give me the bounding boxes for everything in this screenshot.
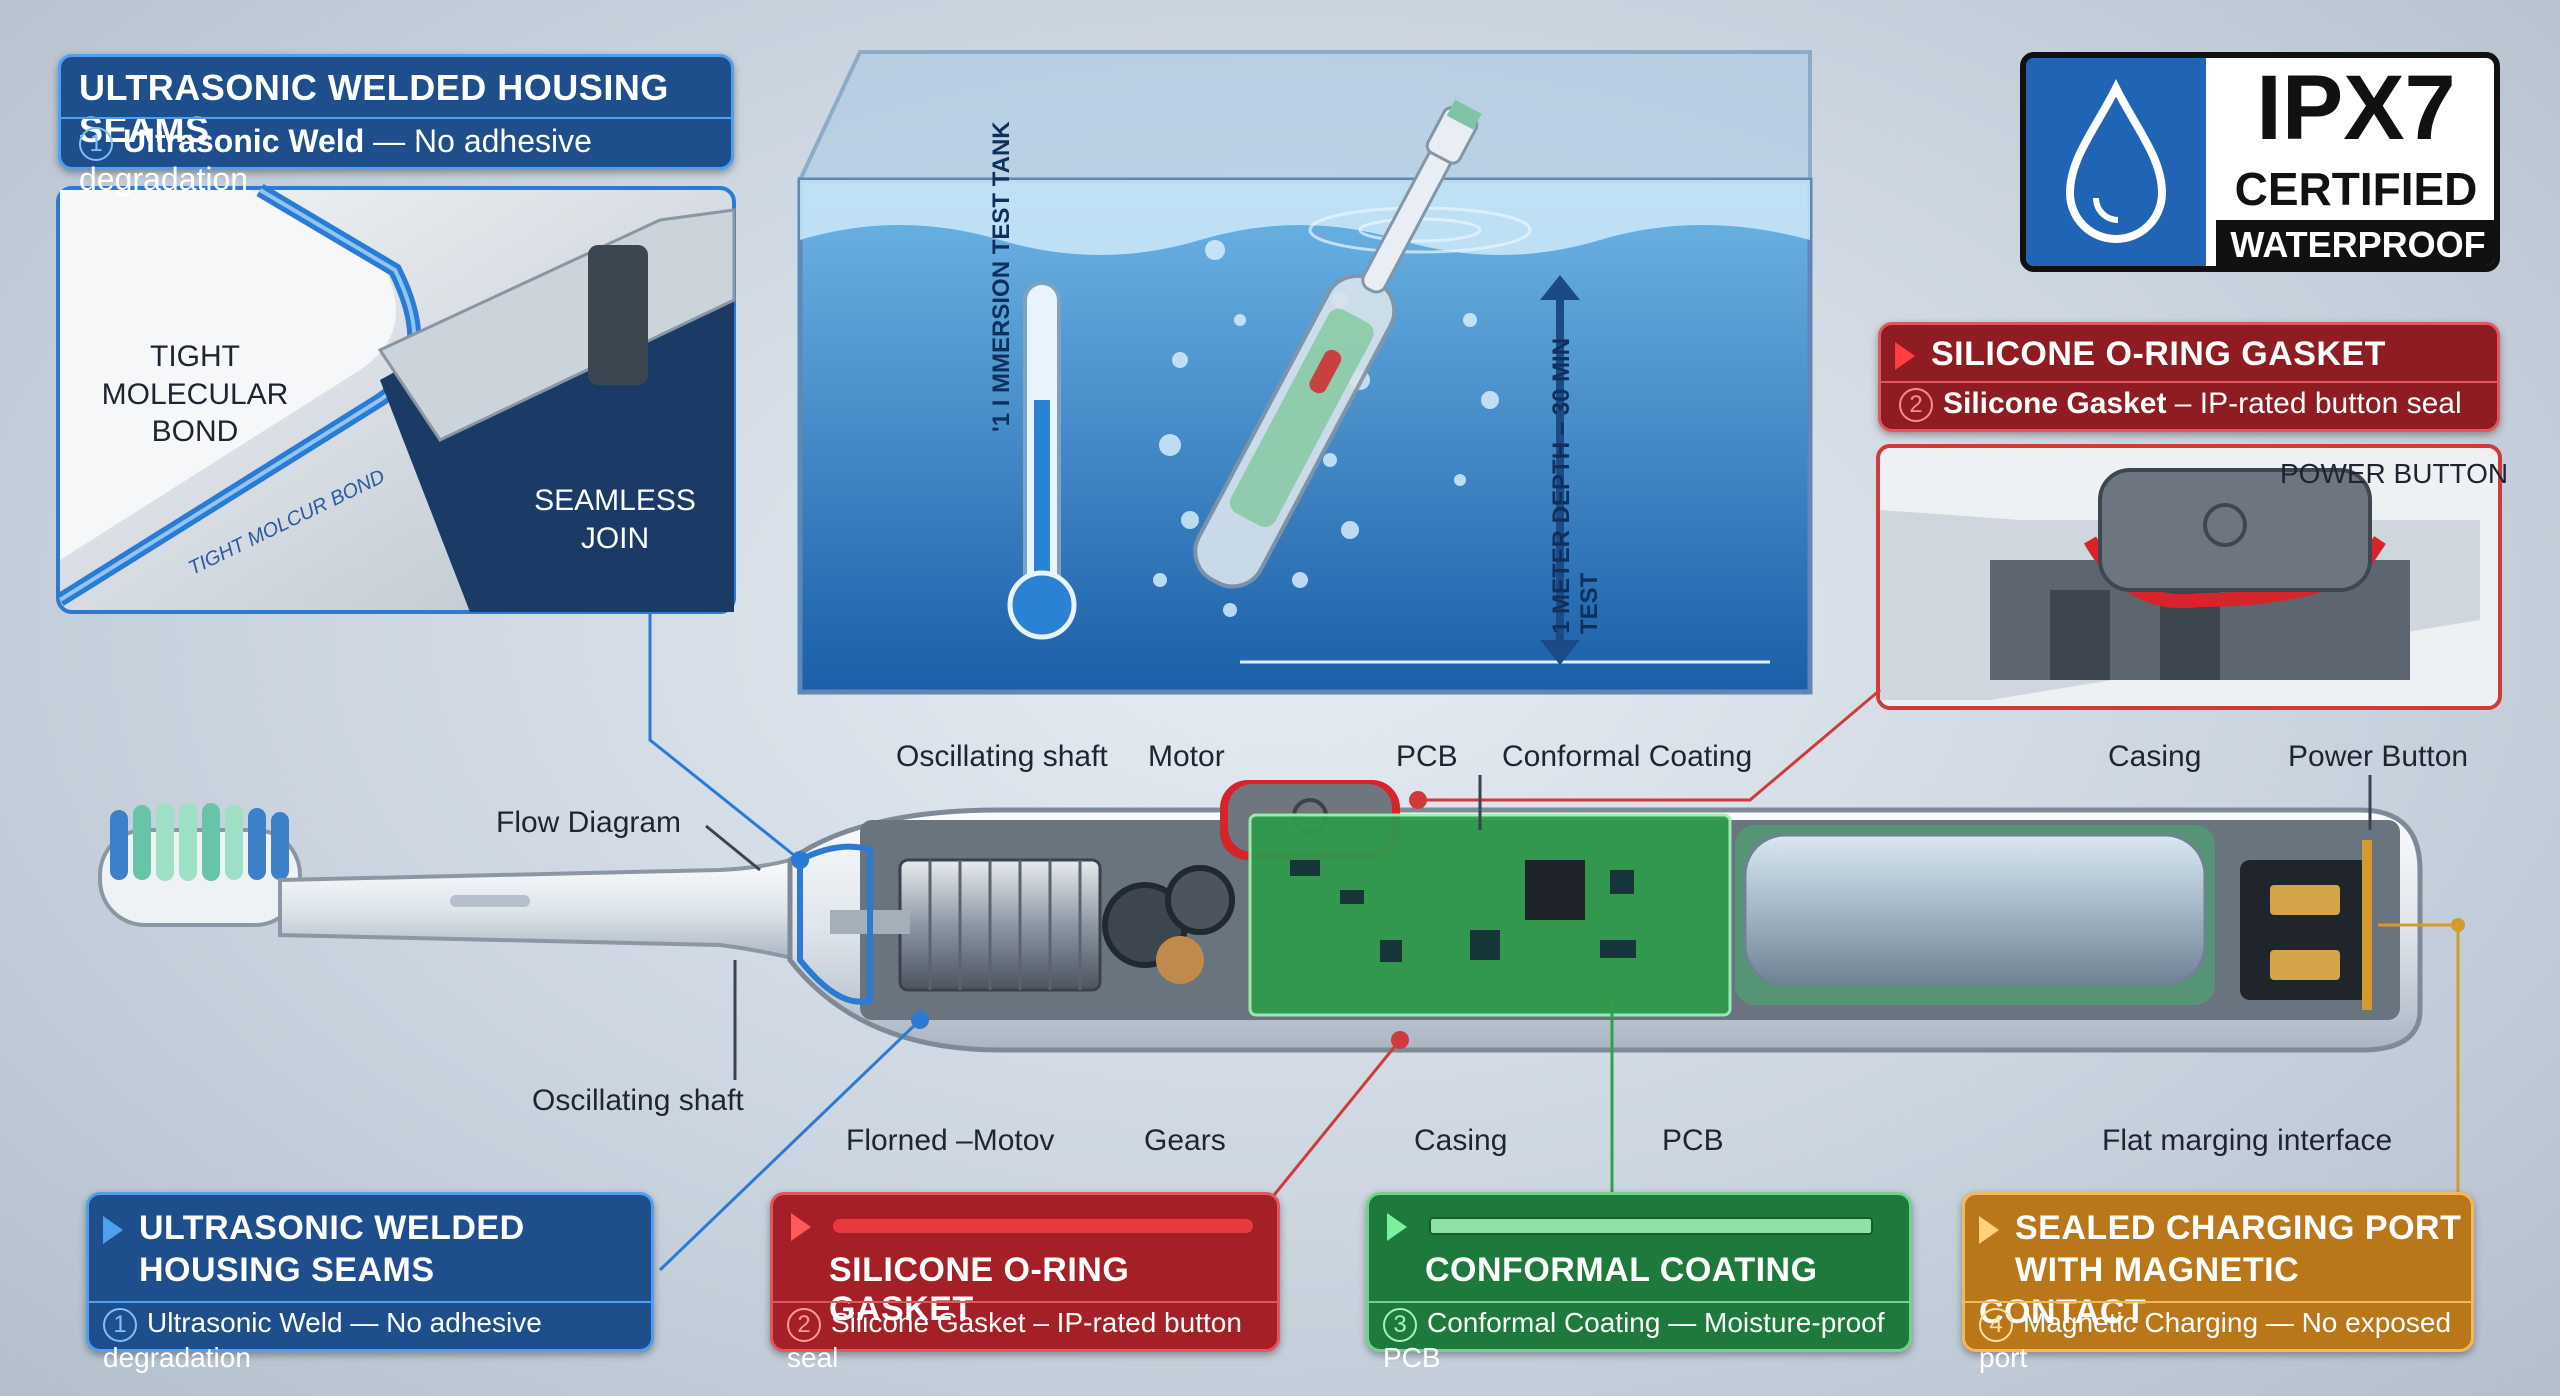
gasket-header-subline: 2 Silicone Gasket – IP-rated button seal <box>1899 387 2462 423</box>
bottom-card-gasket-sub: Silicone Gasket – IP-rated button seal <box>787 1307 1242 1373</box>
inset-power-button-label: POWER BUTTON <box>2280 458 2509 489</box>
tank-left-label: '1 I MMERSION TEST TANK <box>988 121 1015 432</box>
bottom-card-charging-number: 4 <box>1979 1307 2013 1342</box>
gasket-header-title: SILICONE O-RING GASKET <box>1895 335 2386 374</box>
leader-lines <box>648 612 2460 1272</box>
gasket-bold-text: Silicone Gasket <box>1943 387 2167 420</box>
bottom-card-weld-number: 1 <box>103 1307 137 1342</box>
bottom-card-weld-divider <box>89 1301 651 1303</box>
bottom-card-coating-bar <box>1429 1217 1873 1235</box>
bottom-card-gasket-divider <box>773 1301 1277 1303</box>
label-pcb-bottom: PCB <box>1662 1124 1724 1157</box>
label-pcb-top: PCB <box>1396 740 1458 773</box>
play-arrow-icon <box>1387 1213 1407 1241</box>
weld-inset-illustration <box>56 183 736 614</box>
play-arrow-icon <box>103 1216 123 1245</box>
bottom-card-charging-title: SEALED CHARGING PORT WITH MAGNETIC CONTA… <box>1979 1207 2471 1333</box>
label-casing-bottom: Casing <box>1414 1124 1508 1157</box>
play-arrow-icon <box>1979 1216 1999 1245</box>
weld-number-badge: 1 <box>79 126 113 161</box>
tank-right-label: 1 METER DEPTH – 30 MIN TEST <box>1548 337 1603 634</box>
label-casing-top: Casing <box>2108 740 2202 773</box>
bottom-card-coating-number: 3 <box>1383 1307 1417 1342</box>
label-florned-motov: Florned –Motov <box>846 1124 1055 1157</box>
leader-dots <box>791 791 2465 1049</box>
weld-header-divider <box>61 117 731 119</box>
toothbrush-cutaway <box>98 780 2423 1053</box>
inset-bond-label: TIGHT MOLECULAR BOND <box>101 340 289 448</box>
depth-arrow <box>1540 275 1580 665</box>
bottom-card-charging: SEALED CHARGING PORT WITH MAGNETIC CONTA… <box>1962 1192 2474 1373</box>
bottom-card-coating-sub: Conformal Coating — Moisture-proof PCB <box>1383 1307 1885 1373</box>
label-conformal-coating: Conformal Coating <box>1502 740 1753 773</box>
play-arrow-icon <box>791 1213 811 1241</box>
ipx7-badge: IPX7 CERTIFIED WATERPROOF <box>2020 52 2500 272</box>
label-power-button: Power Button <box>2288 740 2469 773</box>
bottom-card-weld-title-2: HOUSING SEAMS <box>139 1251 435 1289</box>
weld-bold-text: Ultrasonic Weld <box>123 123 365 159</box>
bottom-card-weld-sub: Ultrasonic Weld — No adhesive degradatio… <box>103 1307 542 1373</box>
play-arrow-icon <box>1895 342 1915 371</box>
gasket-inset-illustration <box>1876 444 2502 710</box>
bottom-card-gasket-number: 2 <box>787 1307 821 1342</box>
bottom-card-gasket-bar <box>833 1219 1253 1233</box>
bubbles <box>1153 240 1499 617</box>
water-drop-icon <box>2065 79 2167 243</box>
gasket-number-badge: 2 <box>1899 388 1933 423</box>
gasket-header-card: SILICONE O-RING GASKET 2 Silicone Gasket … <box>1878 322 2500 432</box>
water-drop-panel <box>2026 58 2206 266</box>
ipx7-waterproof: WATERPROOF <box>2216 220 2494 266</box>
weld-header-subline: 1 Ultrasonic Weld — No adhesive degradati… <box>79 123 731 198</box>
bottom-card-charging-divider <box>1965 1301 2471 1303</box>
label-flat-interface: Flat marging interface <box>2102 1124 2393 1157</box>
ipx7-certified: CERTIFIED <box>2234 163 2478 215</box>
gasket-rest-text: – IP-rated button seal <box>2166 387 2462 420</box>
bottom-card-gasket-title: SILICONE O-RING GASKET <box>829 1251 1130 1328</box>
submerged-toothbrush <box>1193 99 1482 589</box>
bottom-card-weld-title: ULTRASONIC WELDED HOUSING SEAMS <box>103 1207 525 1291</box>
thermometer-icon <box>1007 281 1077 640</box>
label-oscillating-shaft-bottom: Oscillating shaft <box>532 1084 744 1117</box>
inset-join-label: SEAMLESS JOIN <box>534 484 696 555</box>
label-gears: Gears <box>1144 1124 1226 1157</box>
bottom-card-weld-title-1: ULTRASONIC WELDED <box>139 1209 525 1247</box>
label-flow-diagram: Flow Diagram <box>496 806 682 839</box>
gasket-header-title-text: SILICONE O-RING GASKET <box>1931 335 2386 373</box>
bottom-card-charging-sub: Magnetic Charging — No exposed port <box>1979 1307 2452 1373</box>
label-motor: Motor <box>1148 740 1225 773</box>
label-oscillating-shaft-top: Oscillating shaft <box>896 740 1108 773</box>
bristles <box>98 803 302 927</box>
bottom-card-charging-title-2: WITH MAGNETIC CONTACT <box>1979 1251 2300 1331</box>
bottom-card-coating-title: CONFORMAL COATING <box>1425 1251 1818 1289</box>
ipx7-code: IPX7 <box>2256 57 2456 159</box>
bottom-card-charging-title-1: SEALED CHARGING PORT <box>2015 1209 2462 1247</box>
gasket-header-divider <box>1881 381 2497 383</box>
weld-rest-text: — No adhesive degradation <box>79 123 592 197</box>
bottom-card-coating-divider <box>1369 1301 1909 1303</box>
